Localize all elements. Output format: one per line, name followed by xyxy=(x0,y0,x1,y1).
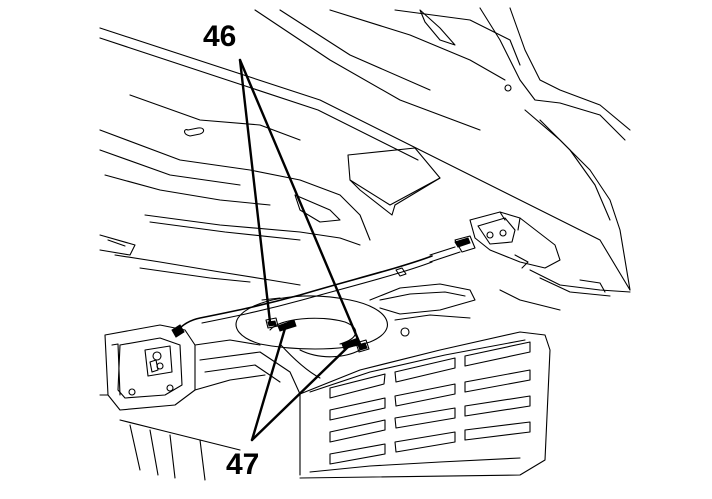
vent-grille-panel xyxy=(299,331,551,479)
clip-46-left xyxy=(265,317,279,329)
wedge-bracket xyxy=(347,147,441,216)
lid-lower-edge-right xyxy=(499,269,631,311)
latch-assembly xyxy=(429,211,561,269)
lid-inner-stamping xyxy=(99,94,371,286)
wiring-harness xyxy=(171,255,433,338)
leader-lines-47 xyxy=(250,323,352,442)
callout-label-46: 46 xyxy=(203,20,237,53)
left-hinge-bracket xyxy=(104,324,266,411)
recessed-opening xyxy=(235,283,476,379)
leader-lines-46 xyxy=(238,58,362,346)
lid-outer-panel xyxy=(99,7,631,291)
lower-trim-panel xyxy=(99,351,301,481)
callout-label-47: 47 xyxy=(226,448,260,481)
